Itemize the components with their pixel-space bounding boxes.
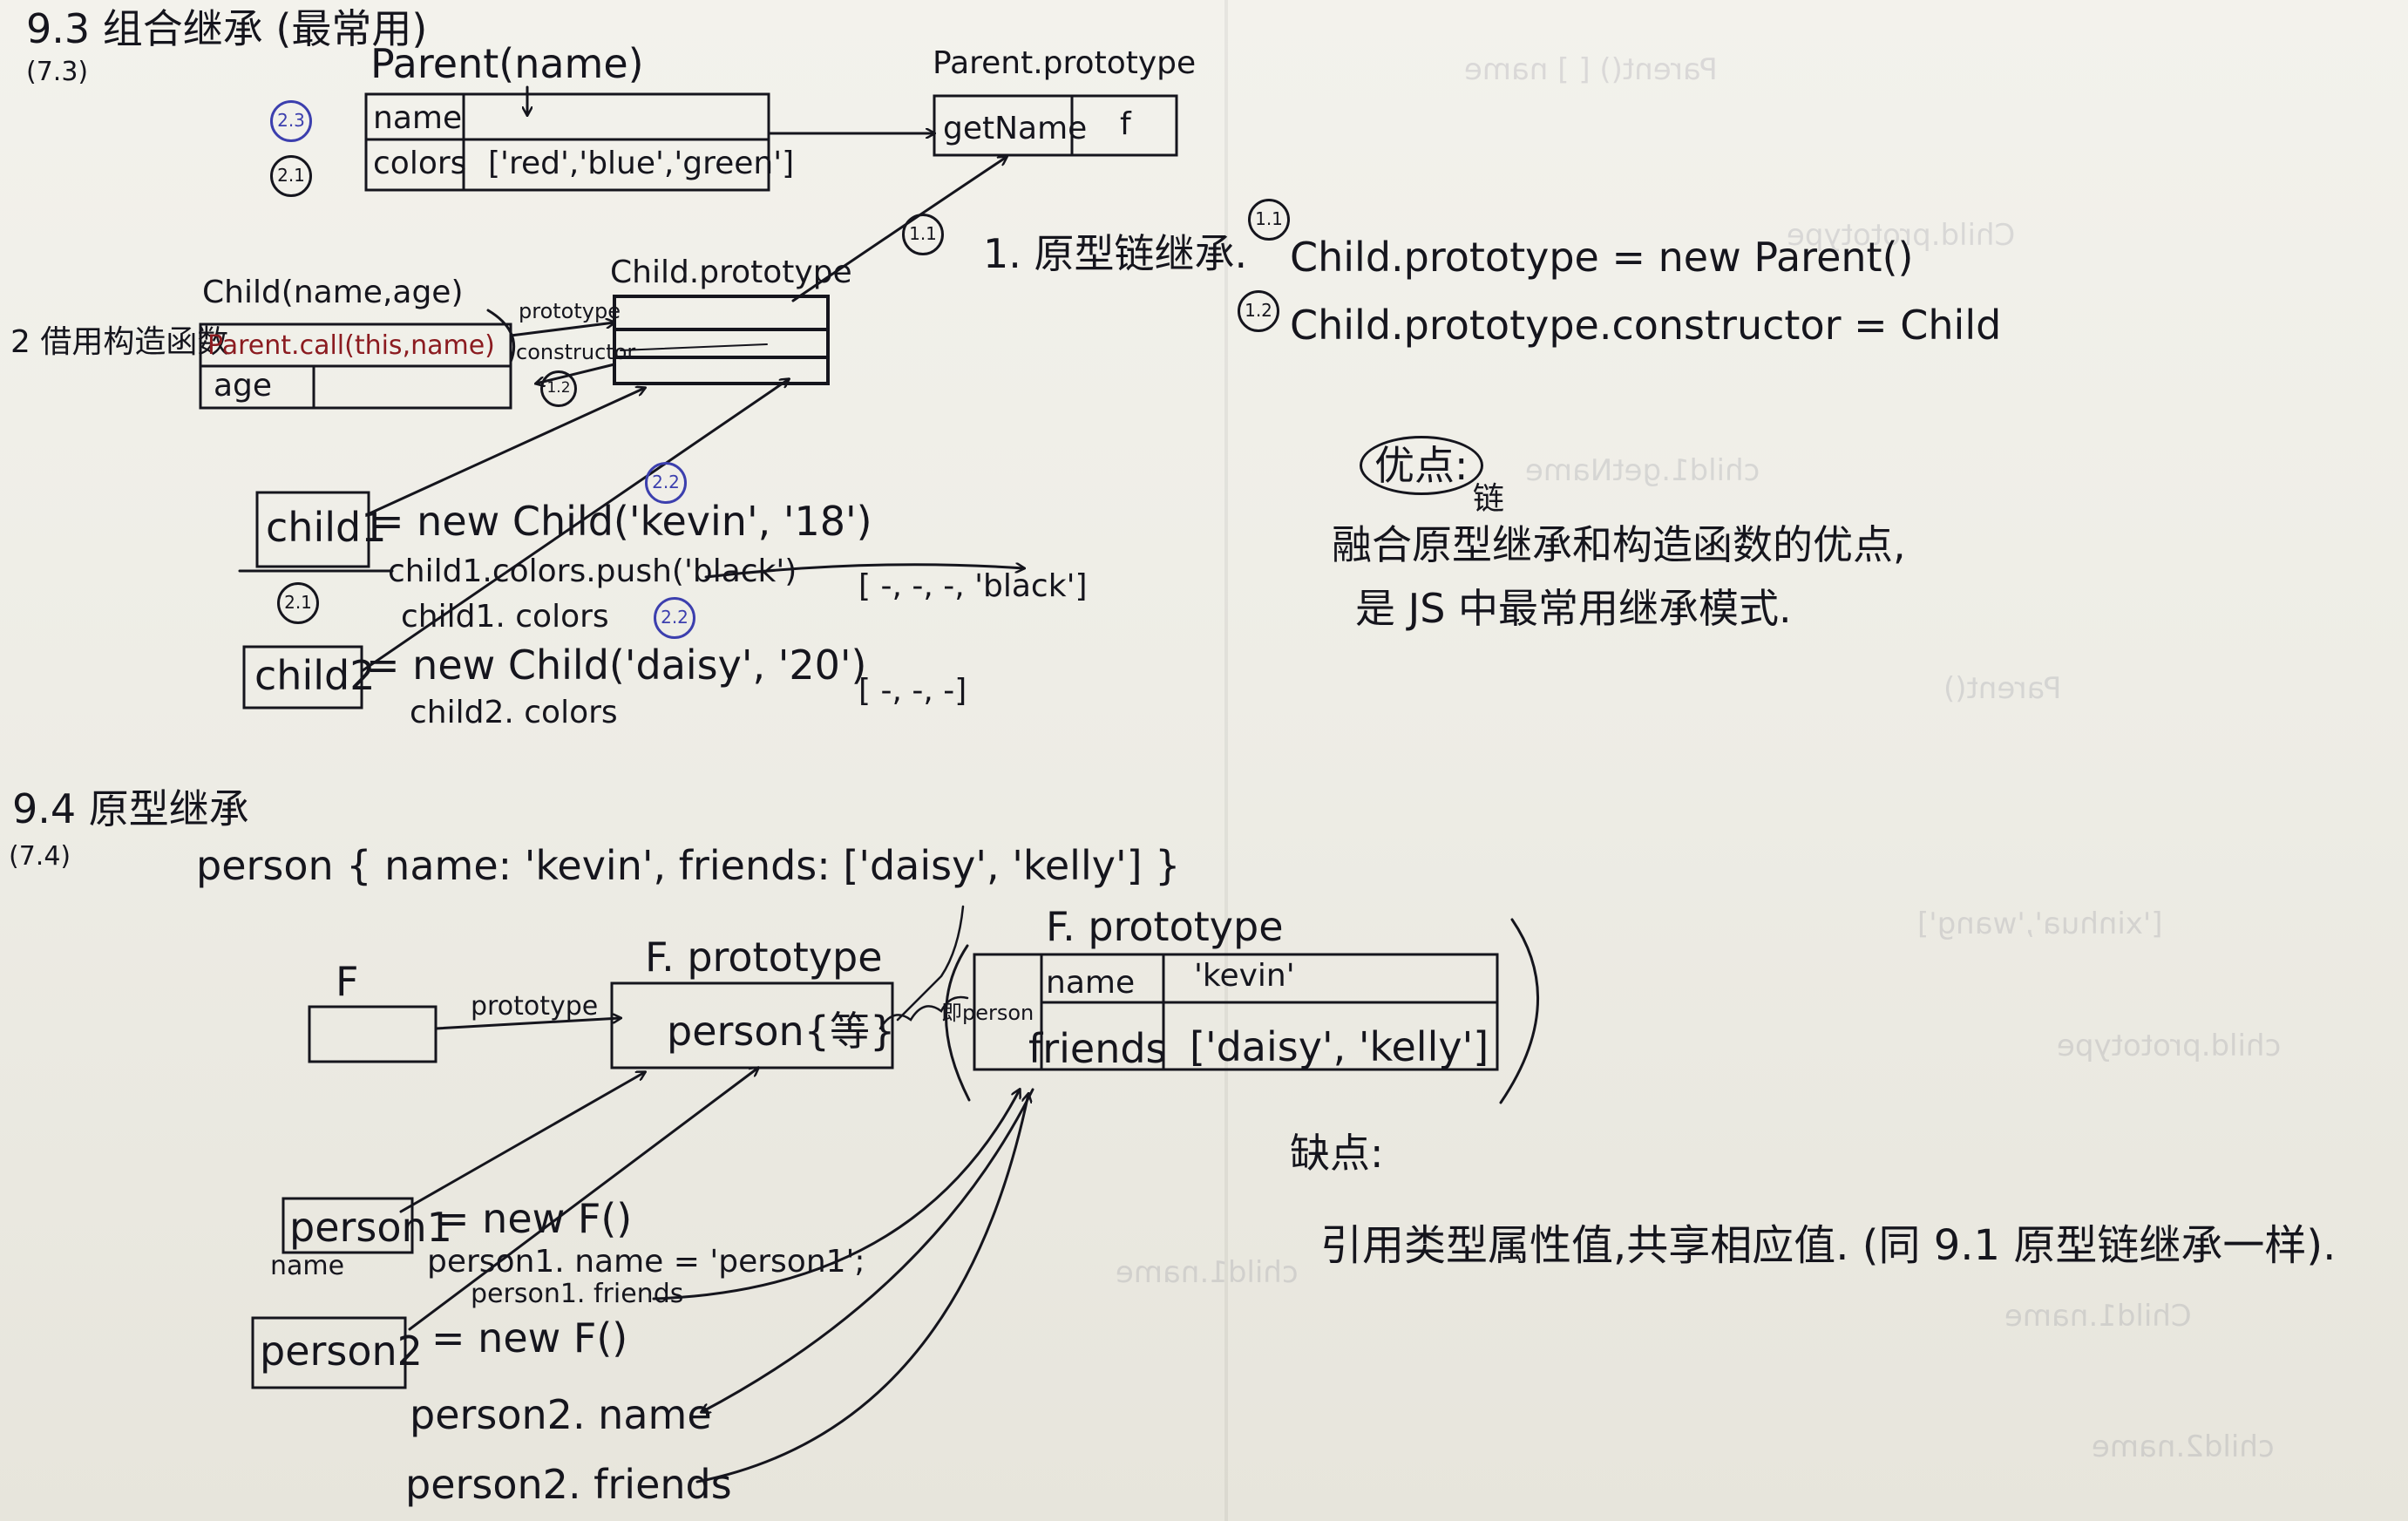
child2-new-line: = new Child('daisy', '20')	[366, 642, 867, 689]
f-box-outline	[308, 1005, 438, 1063]
person1-box-outline	[281, 1197, 414, 1254]
child1-box: child1	[266, 504, 387, 551]
borrow-constructor-label: 2 借用构造函数	[10, 324, 229, 360]
section-94-heading: 9.4 原型继承	[12, 785, 249, 832]
table-row-name-value: 'kevin'	[1194, 958, 1295, 994]
table-row-friends: friends	[1028, 1025, 1167, 1072]
advantage-insert-mark: 链	[1473, 481, 1505, 517]
chain-line-1: Child.prototype = new Parent()	[1290, 234, 1914, 281]
badge-proto-arrow: 1.1	[902, 214, 944, 255]
parent-call-line: Parent.call(this,name)	[207, 330, 495, 361]
page-fold	[1224, 0, 1228, 1521]
prototype-chain-title: 1. 原型链继承.	[983, 230, 1248, 277]
child-row-age: age	[214, 368, 273, 404]
f-prototype-value: person{等}	[667, 1008, 896, 1055]
disadvantage-text: 引用类型属性值,共享相应值. (同 9.1 原型链继承一样).	[1320, 1221, 2337, 1270]
child-table-box	[199, 309, 516, 410]
advantage-label: 优点:	[1360, 436, 1483, 495]
section-94-page-ref: (7.4)	[9, 841, 71, 872]
child-prototype-title: Child.prototype	[610, 255, 852, 290]
parent-table-box	[364, 85, 770, 192]
person1-name-line: person1. name = 'person1';	[427, 1244, 865, 1280]
child-prototype-box	[613, 295, 830, 385]
table-row-name: name	[1046, 965, 1136, 1001]
colors-result-1: [ -, -, -, 'black']	[858, 568, 1088, 604]
advantage-line-1: 融合原型继承和构造函数的优点,	[1332, 521, 1906, 568]
f-prototype-table-title: F. prototype	[1046, 903, 1284, 950]
chain-line-2: Child.prototype.constructor = Child	[1290, 302, 2002, 349]
badge-chain-1: 1.1	[1248, 199, 1290, 241]
badge-constructor: 1.2	[540, 370, 577, 407]
child2-box: child2	[254, 652, 376, 699]
person1-friends-line: person1. friends	[471, 1279, 684, 1309]
getname-method: getName	[943, 111, 1088, 146]
f-prototype-pointer-label: prototype	[471, 991, 599, 1022]
person1-box-note: name	[270, 1251, 345, 1281]
f-prototype-title: F. prototype	[645, 934, 883, 981]
child2-box-outline	[242, 645, 363, 710]
section-93-page-ref: (7.3)	[26, 57, 89, 87]
parent-prototype-box	[767, 94, 1178, 157]
child1-new-line: = new Child('kevin', '18')	[370, 498, 872, 545]
badge-colors: 2.1	[270, 155, 312, 197]
disadvantage-label: 缺点:	[1290, 1130, 1384, 1177]
person2-box: person2	[260, 1327, 423, 1375]
child1-colors-line: child1. colors	[401, 599, 609, 635]
section-93-heading: 9.3 组合继承 (最常用)	[26, 5, 428, 52]
person2-box-outline	[251, 1316, 407, 1389]
f-constructor-label: F	[336, 958, 359, 1005]
parent-colors-value: ['red','blue','green']	[488, 146, 795, 181]
badge-child1-c: 2.2	[654, 597, 695, 639]
person2-new-line: = new F()	[431, 1314, 628, 1361]
colors-result-2: [ -, -, -]	[858, 673, 967, 709]
function-value: f	[1120, 106, 1131, 142]
f-prototype-table-outline	[945, 918, 1540, 1104]
badge-child1-b: 2.1	[277, 582, 319, 624]
constructor-pointer-label: constructor	[516, 340, 636, 364]
child-constructor-title: Child(name,age)	[202, 275, 464, 310]
side-person-label: 即person	[941, 1001, 1034, 1025]
badge-child1-a: 2.2	[645, 462, 687, 504]
child1-box-outline	[255, 491, 370, 568]
parent-prototype-title: Parent.prototype	[933, 45, 1197, 81]
advantage-line-2: 是 JS 中最常用继承模式.	[1355, 585, 1792, 632]
parent-constructor-title: Parent(name)	[370, 40, 644, 87]
person2-friends-line: person2. friends	[405, 1461, 732, 1508]
person1-box: person1	[289, 1204, 452, 1251]
parent-row-name: name	[373, 100, 463, 136]
person2-name-line: person2. name	[410, 1391, 712, 1438]
child2-colors-line: child2. colors	[410, 695, 618, 730]
prototype-pointer-label: prototype	[519, 299, 621, 323]
table-row-friends-value: ['daisy', 'kelly']	[1190, 1023, 1489, 1070]
parent-row-colors: colors	[373, 146, 467, 181]
colors-push-line: child1.colors.push('black')	[388, 553, 797, 589]
person1-new-line: = new F()	[436, 1195, 633, 1242]
person-object-line: person { name: 'kevin', friends: ['daisy…	[196, 842, 1181, 889]
badge-name: 2.3	[270, 100, 312, 142]
badge-chain-2: 1.2	[1238, 290, 1279, 332]
